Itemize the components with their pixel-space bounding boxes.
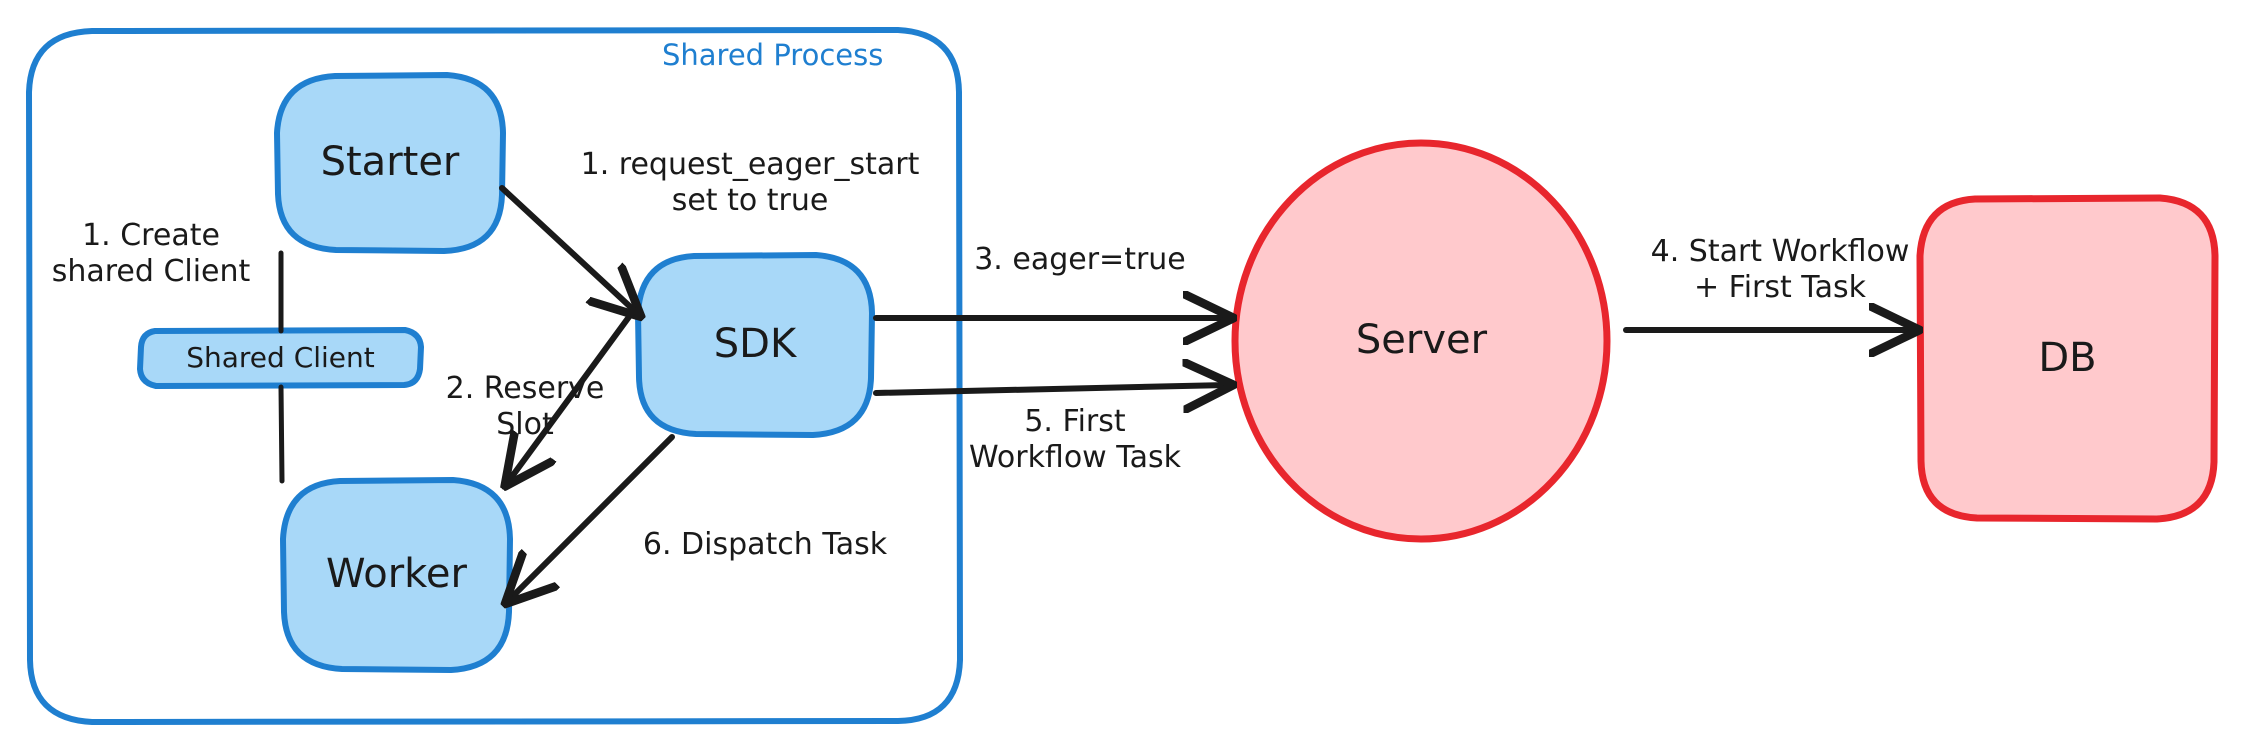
node-server-shape xyxy=(1231,139,1611,543)
edge-request-eager-start-line xyxy=(499,185,637,313)
node-worker-shape xyxy=(280,477,513,673)
node-sdk-shape xyxy=(635,252,875,438)
group-title-shared-process: Shared Process xyxy=(662,38,884,72)
edge-shared-client-worker-line xyxy=(278,384,285,484)
edge-reserve-slot-line xyxy=(508,307,637,482)
edge-first-workflow-task-line xyxy=(873,385,1228,393)
group-shared-process xyxy=(26,27,963,725)
edge-dispatch-task-line xyxy=(509,434,675,600)
node-shared-client-shape xyxy=(137,327,424,389)
node-starter-shape xyxy=(274,72,506,254)
node-db-shape xyxy=(1916,194,2219,523)
